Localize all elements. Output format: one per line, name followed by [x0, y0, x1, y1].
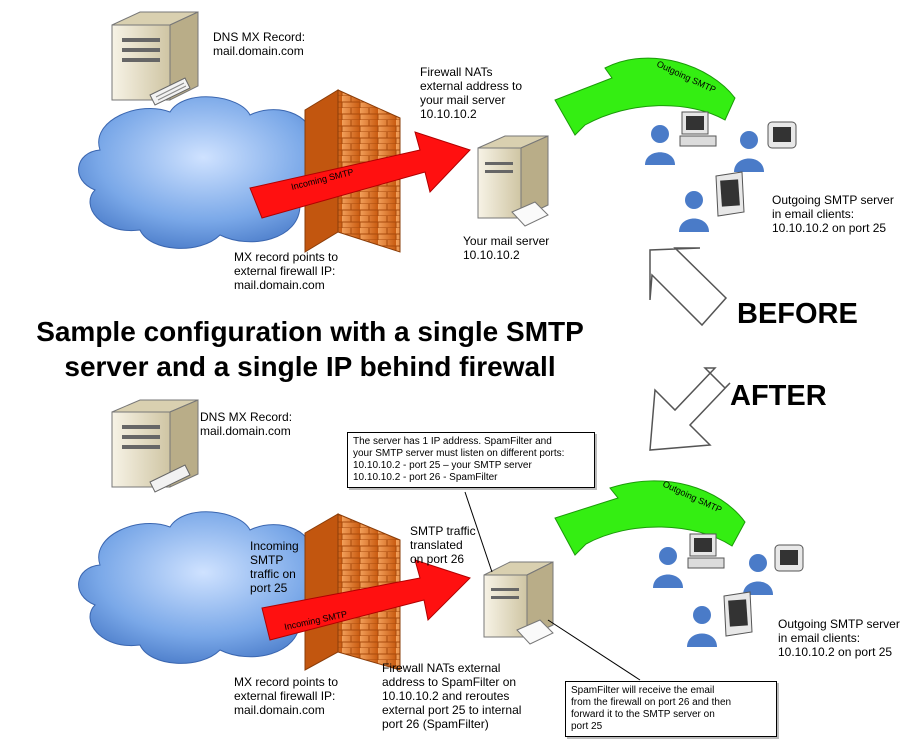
before-firewall-nat-label: Firewall NATs external address to your m…	[420, 65, 523, 121]
server-callout-pointer	[464, 491, 493, 573]
before-internet-cloud	[78, 96, 329, 249]
after-incoming-traffic-label: Incoming SMTP traffic on port 25	[250, 539, 299, 595]
after-mx-label: MX record points to external firewall IP…	[234, 675, 339, 717]
page-title: Sample configuration with a single SMTP …	[36, 316, 584, 382]
after-dns-server	[111, 399, 199, 493]
before-client-pcs	[645, 111, 797, 232]
before-clients-label: Outgoing SMTP server in email clients: 1…	[772, 193, 894, 235]
after-dns-label: DNS MX Record: mail.domain.com	[200, 410, 293, 438]
before-mx-label: MX record points to external firewall IP…	[234, 250, 339, 292]
after-clients-label: Outgoing SMTP server in email clients: 1…	[778, 617, 900, 659]
before-mail-server-label: Your mail server 10.10.10.2	[463, 234, 550, 262]
after-firewall	[304, 513, 401, 671]
server-callout: The server has 1 IP address. SpamFilter …	[347, 432, 595, 488]
after-mail-server	[483, 561, 554, 645]
before-mail-server	[477, 135, 549, 227]
after-heading: AFTER	[730, 380, 827, 412]
spamfilter-callout: SpamFilter will receive the email from t…	[565, 681, 777, 737]
after-client-pcs	[653, 533, 804, 647]
after-smtp-translated-label: SMTP traffic translated on port 26	[410, 524, 476, 566]
before-dns-server	[111, 11, 199, 106]
before-dns-label: DNS MX Record: mail.domain.com	[213, 30, 306, 58]
spamfilter-callout-pointer	[547, 619, 641, 681]
before-to-after-arrow	[649, 247, 728, 327]
after-firewall-nat-label: Firewall NATs external address to SpamFi…	[382, 661, 522, 731]
after-arrow-down	[649, 367, 731, 451]
before-heading: BEFORE	[737, 298, 858, 330]
